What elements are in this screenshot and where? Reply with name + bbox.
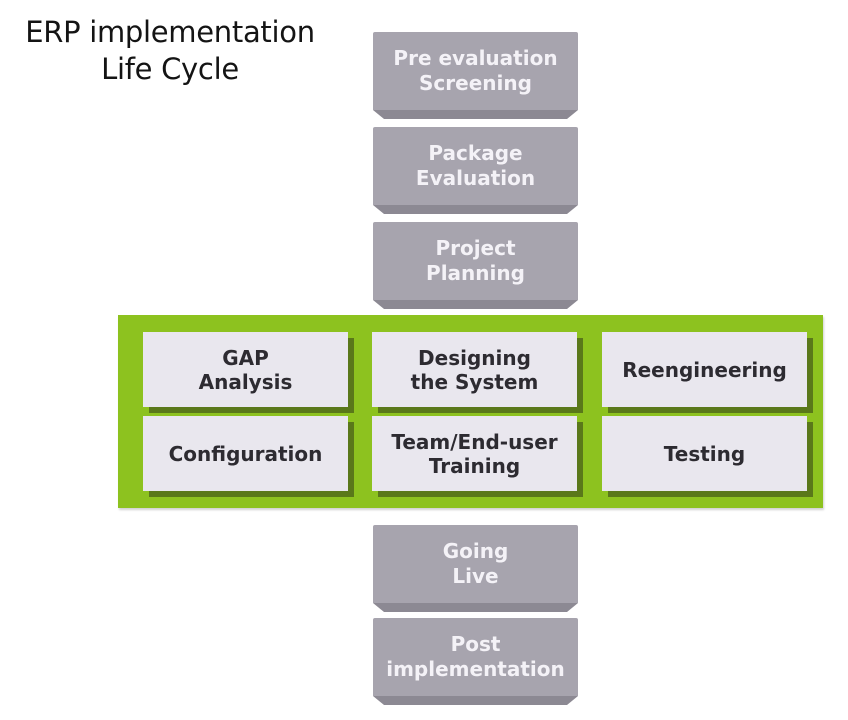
title-line-2: Life Cycle (101, 52, 239, 86)
stage-designing-the-system: Designing the System (372, 332, 577, 407)
stage-going-live: Going Live (373, 525, 578, 612)
title-line-1: ERP implementation (25, 15, 315, 49)
diagram-title: ERP implementation Life Cycle (0, 14, 340, 88)
stage-label: Project Planning (373, 222, 578, 300)
stage-label: Pre evaluation Screening (373, 32, 578, 110)
stage-bevel (373, 205, 578, 214)
stage-bevel (373, 603, 578, 612)
stage-pre-evaluation-screening: Pre evaluation Screening (373, 32, 578, 119)
stage-bevel (373, 300, 578, 309)
stage-team-end-user-training: Team/End-user Training (372, 416, 577, 491)
stage-gap-analysis: GAP Analysis (143, 332, 348, 407)
stage-label: Post implementation (373, 618, 578, 696)
stage-bevel (373, 110, 578, 119)
stage-configuration: Configuration (143, 416, 348, 491)
stage-post-implementation: Post implementation (373, 618, 578, 705)
stage-reengineering: Reengineering (602, 332, 807, 407)
stage-bevel (373, 696, 578, 705)
stage-label: Package Evaluation (373, 127, 578, 205)
stage-project-planning: Project Planning (373, 222, 578, 309)
implementation-phase-band: GAP Analysis Designing the System Reengi… (118, 315, 823, 508)
stage-testing: Testing (602, 416, 807, 491)
stage-package-evaluation: Package Evaluation (373, 127, 578, 214)
stage-label: Going Live (373, 525, 578, 603)
